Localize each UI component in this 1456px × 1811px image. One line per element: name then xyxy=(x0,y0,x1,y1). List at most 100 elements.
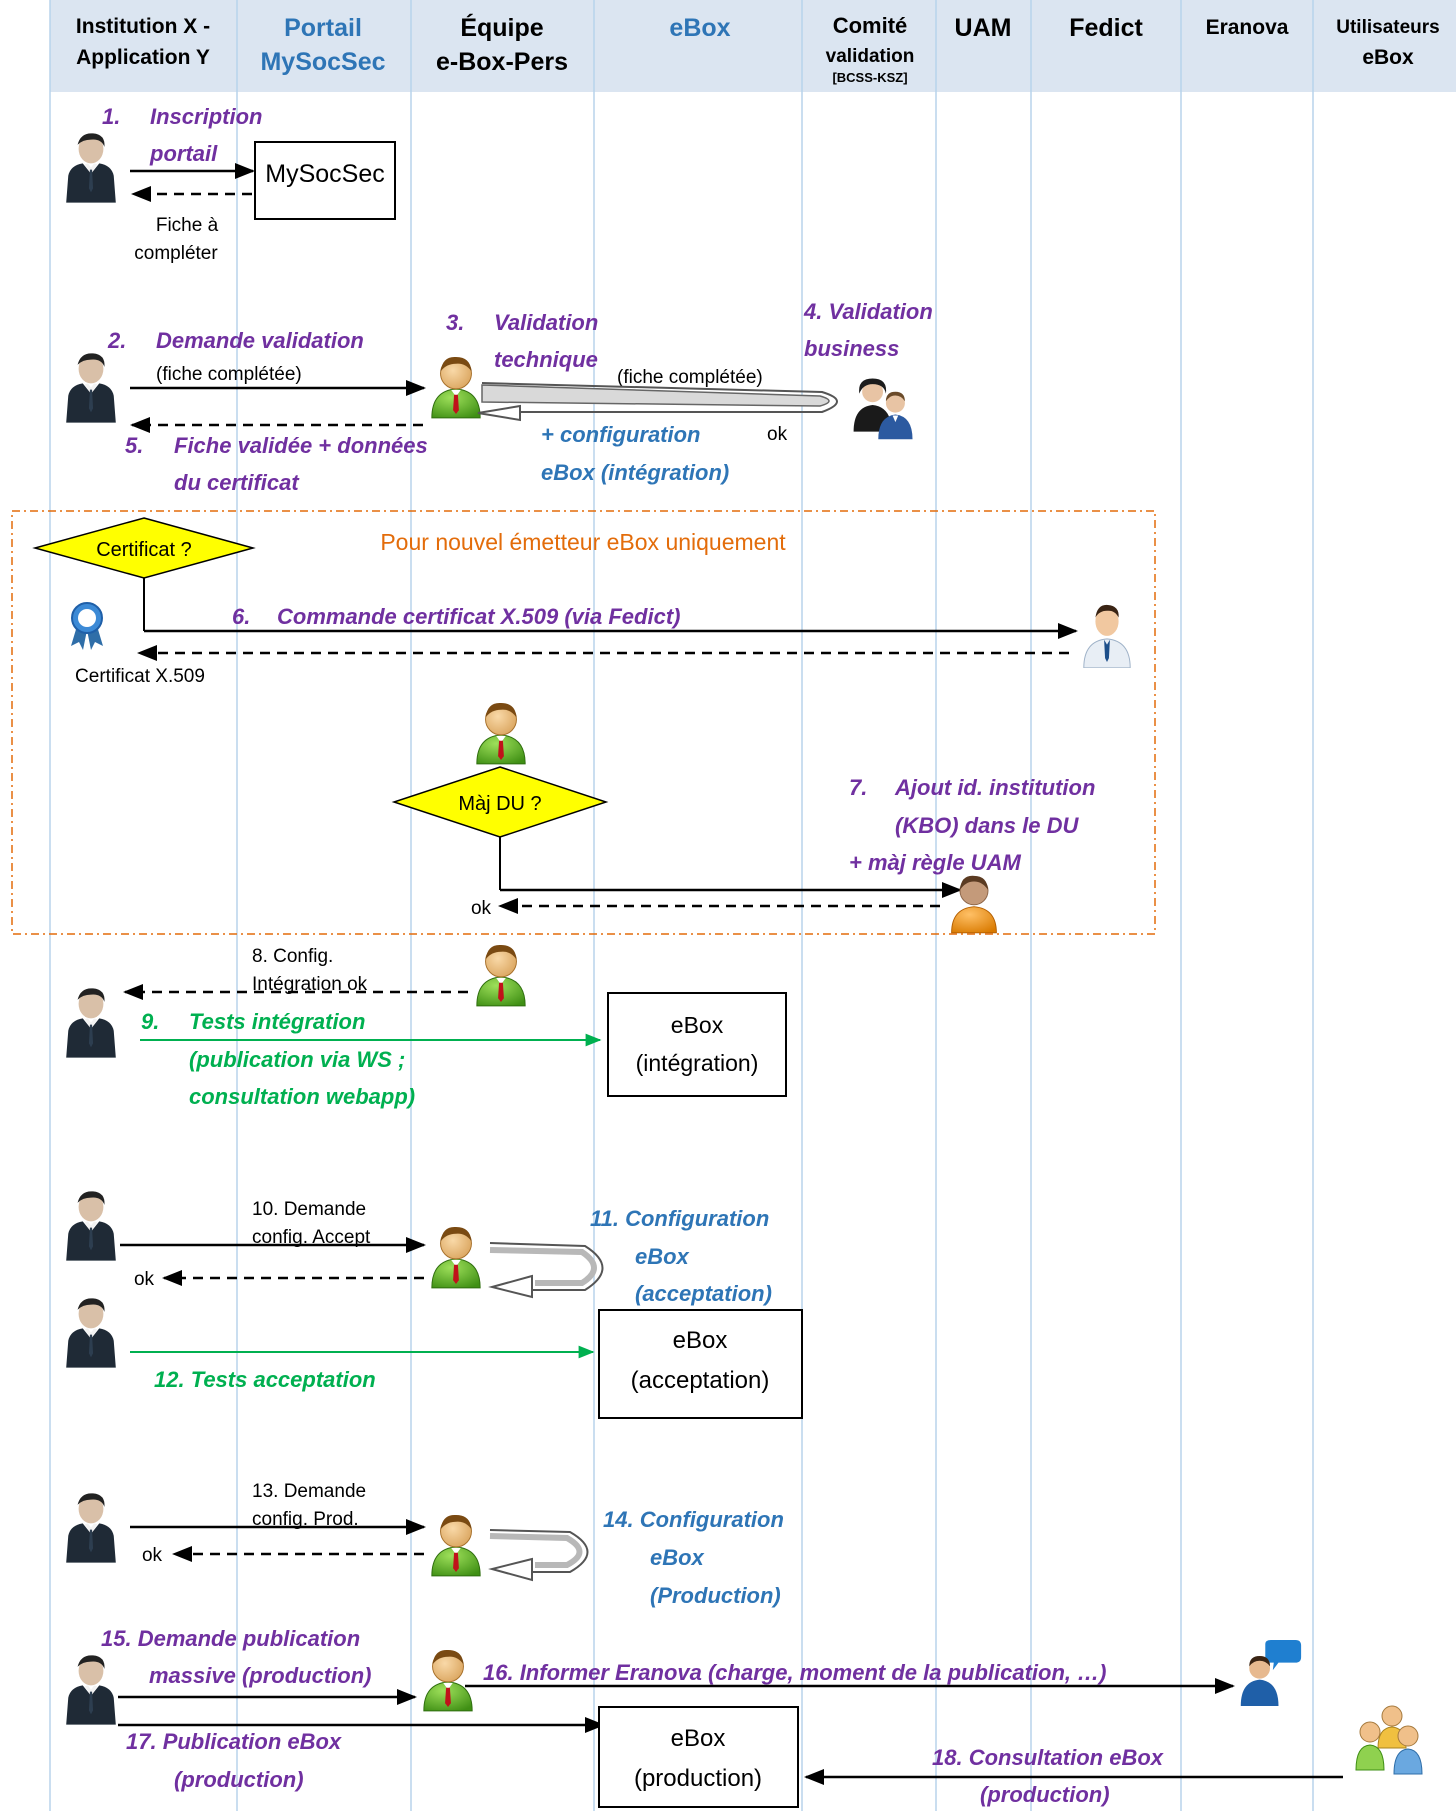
step1-number: 1. xyxy=(102,104,120,129)
ok-step13: ok xyxy=(142,1545,163,1566)
step14-label-line3: (Production) xyxy=(650,1583,781,1608)
step7-label-line2: (KBO) dans le DU xyxy=(895,813,1079,838)
step7-label-line3: + màj règle UAM xyxy=(849,850,1021,875)
certificate-icon xyxy=(70,602,104,650)
config-integration-line1: + configuration xyxy=(541,422,701,447)
step7-label-line1: Ajout id. institution xyxy=(894,775,1095,800)
step4-label-line1: 4. Validation xyxy=(803,299,933,324)
ebox-team-person-icon xyxy=(476,702,526,765)
ok-uam: ok xyxy=(471,898,492,919)
mysocsec-box xyxy=(254,141,396,220)
header-uam: UAM xyxy=(955,14,1012,42)
step1-label-line1: Inscription xyxy=(150,104,262,129)
header-ebox: eBox xyxy=(669,14,730,42)
new-emitter-region-label: Pour nouvel émetteur eBox uniquement xyxy=(380,529,786,555)
step18-label-line1: 18. Consultation eBox xyxy=(932,1745,1164,1770)
institution-person-icon xyxy=(66,133,116,203)
institution-person-icon xyxy=(66,353,116,423)
ebox-acceptation-line2: (acceptation) xyxy=(631,1367,770,1394)
ebox-acceptation-box xyxy=(598,1309,803,1419)
step11-label-line3: (acceptation) xyxy=(635,1281,772,1306)
institution-person-icon xyxy=(66,1298,116,1368)
step6-number: 6. xyxy=(232,604,250,629)
fedict-person-icon xyxy=(1083,604,1131,668)
uam-person-icon xyxy=(951,875,997,934)
institution-person-icon xyxy=(66,1493,116,1563)
ebox-users-group-icon xyxy=(1355,1705,1423,1775)
step17-label-line1: 17. Publication eBox xyxy=(126,1729,342,1754)
institution-person-icon xyxy=(66,988,116,1058)
ebox-team-person-icon xyxy=(431,1514,481,1577)
step8-label-line1: 8. Config. xyxy=(252,946,333,967)
step11-label-line1: 11. Configuration xyxy=(590,1206,769,1231)
comite-people-icon xyxy=(853,378,913,440)
ebox-team-person-icon xyxy=(476,944,526,1007)
loop-arrow-production-band xyxy=(489,1533,583,1568)
lane-headers: Institution X - Application Y Portail My… xyxy=(76,13,1440,85)
header-comite-line1: Comité xyxy=(833,13,908,38)
loop-arrow-comite-band xyxy=(481,384,830,407)
step17-label-line2: (production) xyxy=(174,1767,304,1792)
step9-label-line1: Tests intégration xyxy=(189,1009,365,1034)
ebox-integration-line1: eBox xyxy=(671,1012,724,1038)
step1-label-line2: portail xyxy=(149,141,218,166)
mysocsec-box-label: MySocSec xyxy=(265,160,384,188)
step2-number: 2. xyxy=(107,328,126,353)
step9-label-line3: consultation webapp) xyxy=(189,1084,415,1109)
step15-label-line1: 15. Demande publication xyxy=(101,1626,360,1651)
step6-label: Commande certificat X.509 (via Fedict) xyxy=(277,604,680,629)
header-fedict: Fedict xyxy=(1069,14,1143,42)
header-equipe-line2: e-Box-Pers xyxy=(436,48,568,76)
step3-label-line2: technique xyxy=(494,347,598,372)
header-utilisateurs-line2: eBox xyxy=(1362,46,1414,69)
header-utilisateurs-line1: Utilisateurs xyxy=(1336,17,1439,38)
ebox-team-person-icon xyxy=(431,356,481,419)
ebox-team-person-icon xyxy=(431,1226,481,1289)
step9-number: 9. xyxy=(141,1009,159,1034)
step5-number: 5. xyxy=(125,433,143,458)
fiche-a-completer-line1: Fiche à xyxy=(156,215,219,236)
ebox-production-line1: eBox xyxy=(671,1725,726,1752)
loop-arrow-acceptation-head xyxy=(488,1274,533,1299)
fiche-a-completer-line2: compléter xyxy=(134,243,218,264)
ebox-team-person-icon xyxy=(423,1649,473,1712)
step15-label-line2: massive (production) xyxy=(149,1663,371,1688)
fiche-completee-2: (fiche complétée) xyxy=(617,367,763,388)
ok-comite: ok xyxy=(767,424,788,445)
loop-arrow-production xyxy=(489,1529,589,1573)
step9-label-line2: (publication via WS ; xyxy=(189,1047,405,1072)
step14-label-line2: eBox xyxy=(650,1545,705,1570)
step3-number: 3. xyxy=(446,310,464,335)
ok-step10: ok xyxy=(134,1269,155,1290)
ebox-production-box xyxy=(598,1706,799,1808)
header-comite-line2: validation xyxy=(826,46,915,67)
ebox-acceptation-line1: eBox xyxy=(673,1327,728,1354)
ebox-integration-line2: (intégration) xyxy=(636,1050,759,1076)
institution-person-icon xyxy=(66,1655,116,1725)
step7-number: 7. xyxy=(849,775,867,800)
step10-label-line1: 10. Demande xyxy=(252,1199,366,1220)
step5-label-line2: du certificat xyxy=(174,470,300,495)
certificat-x509-label: Certificat X.509 xyxy=(75,666,205,687)
step13-label-line2: config. Prod. xyxy=(252,1509,359,1530)
header-institution-line2: Application Y xyxy=(76,46,210,69)
loop-arrow-acceptation xyxy=(489,1242,604,1291)
step8-label-line2: Intégration ok xyxy=(252,974,368,995)
loop-arrow-comite-head xyxy=(477,404,521,422)
ebox-production-line2: (production) xyxy=(634,1765,762,1792)
header-eranova: Eranova xyxy=(1206,16,1289,39)
ebox-integration-box xyxy=(607,992,787,1097)
step3-label-line1: Validation xyxy=(494,310,598,335)
step10-label-line2: config. Accept xyxy=(252,1227,371,1248)
step2-label: Demande validation xyxy=(156,328,364,353)
header-institution-line1: Institution X - xyxy=(76,15,210,38)
header-portail-line1: Portail xyxy=(284,14,362,42)
step14-label-line1: 14. Configuration xyxy=(603,1507,784,1532)
new-emitter-region xyxy=(11,510,1156,935)
fiche-completee-1: (fiche complétée) xyxy=(156,364,302,385)
header-band xyxy=(50,0,1456,92)
maj-du-decision-label: Màj DU ? xyxy=(458,793,541,815)
loop-arrow-acceptation-band xyxy=(489,1247,597,1286)
